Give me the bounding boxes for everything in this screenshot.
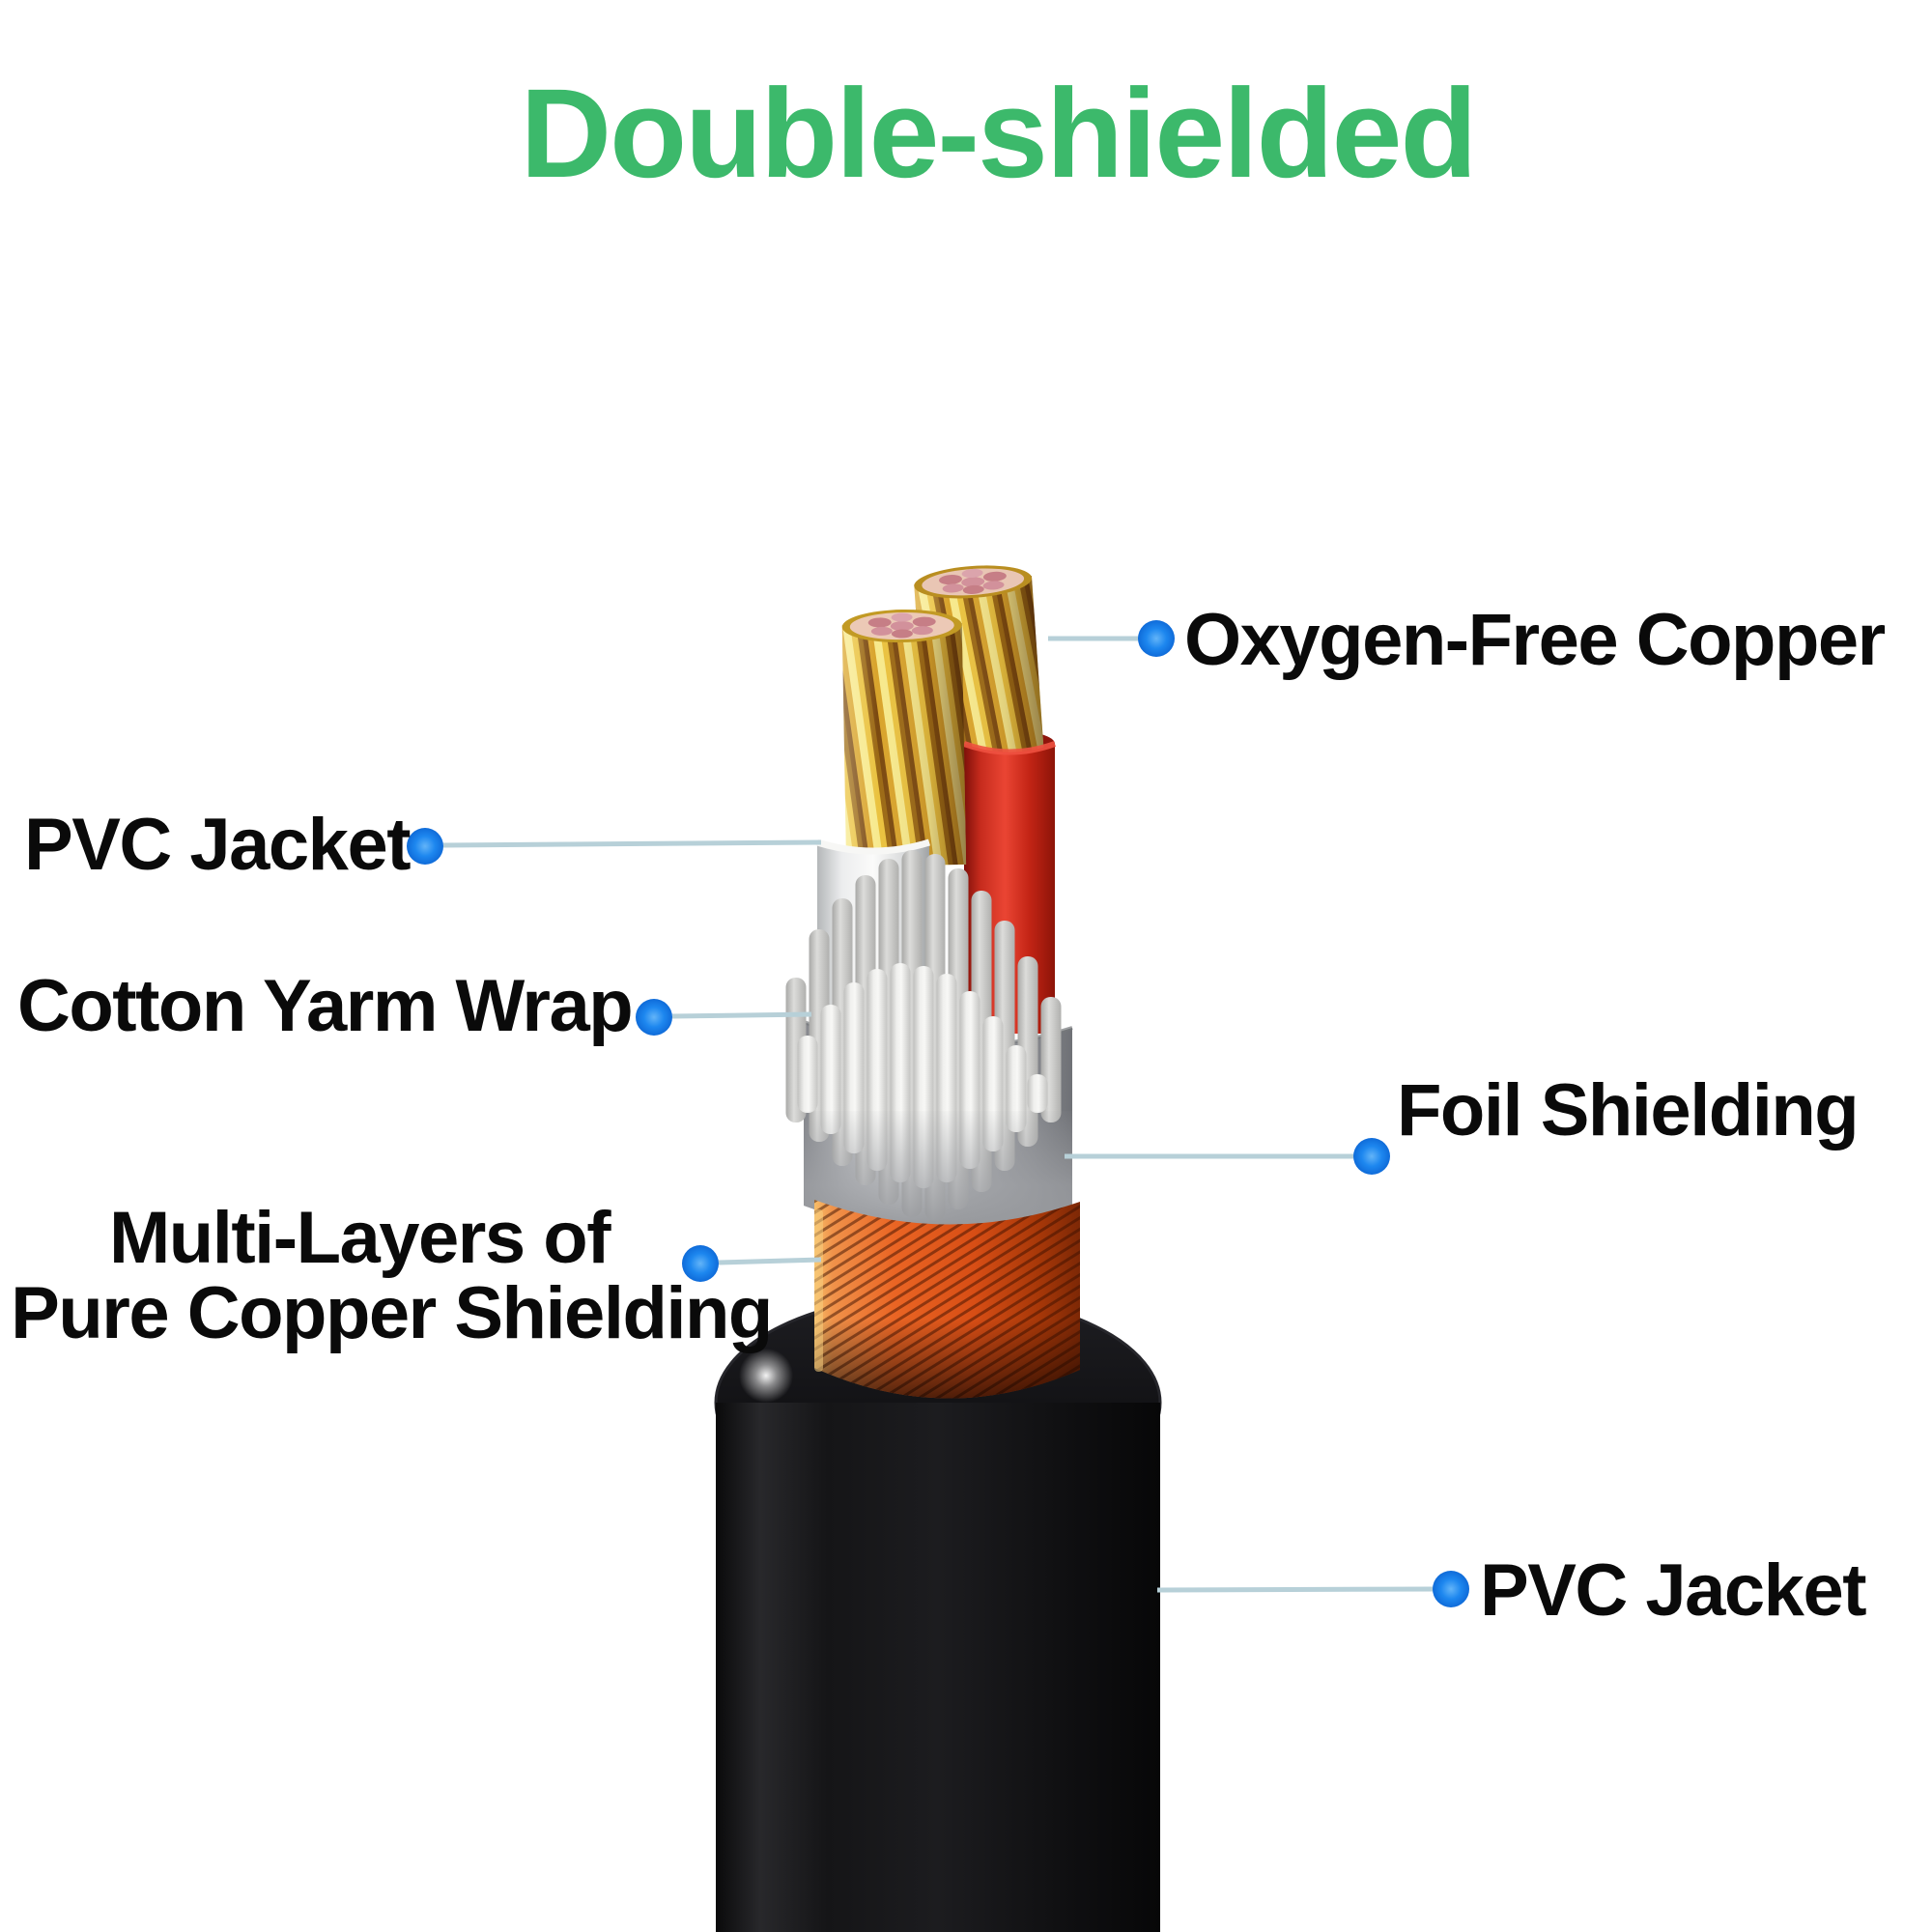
callout-dot-oxygen-free-copper [1138,620,1175,657]
foil-shielding-front-face [804,1111,1072,1233]
label-copper-shielding-line1: Multi-Layers of [109,1197,611,1279]
label-cotton-yarn-wrap: Cotton Yarm Wrap [17,965,632,1047]
copper-strand-ends-front [867,612,936,639]
jacket-rim-glint [739,1349,793,1403]
callout-dots [407,620,1469,1607]
callout-dot-pvc-jacket-inner [407,828,443,865]
copper-bundle-front-shade [841,622,967,867]
callout-line-copper-shielding [718,1257,822,1265]
copper-strand-ends-back [939,568,1007,594]
callout-line-pvc-jacket-outer [1156,1586,1435,1593]
page-title: Double-shielded [521,62,1476,204]
callout-dot-pvc-jacket-outer [1433,1571,1469,1607]
callout-lines [442,636,1435,1593]
cable-illustration [714,565,1162,1932]
callout-dot-copper-shielding [682,1245,719,1282]
callout-line-cotton-yarn-wrap [671,1011,812,1019]
pvc-jacket-outer-body [716,1403,1160,1932]
callout-dot-cotton-yarn-wrap [636,999,672,1036]
callout-line-pvc-jacket-inner [442,839,822,848]
copper-bundle-front [841,610,967,867]
callout-labels: Oxygen-Free Copper PVC Jacket Cotton Yar… [11,599,1887,1632]
label-pvc-jacket-inner: PVC Jacket [24,804,411,886]
label-pvc-jacket-outer: PVC Jacket [1480,1549,1866,1632]
red-insulation-front-lip [962,741,1057,755]
label-oxygen-free-copper: Oxygen-Free Copper [1184,599,1886,681]
callout-dot-foil-shielding [1353,1138,1390,1175]
copper-braid-bottom-shadow [814,1319,1080,1399]
label-foil-shielding: Foil Shielding [1397,1069,1858,1151]
label-copper-shielding-line2: Pure Copper Shielding [11,1272,772,1354]
copper-braid-left-highlight [814,1209,823,1372]
white-insulation-front-lip [815,838,931,855]
